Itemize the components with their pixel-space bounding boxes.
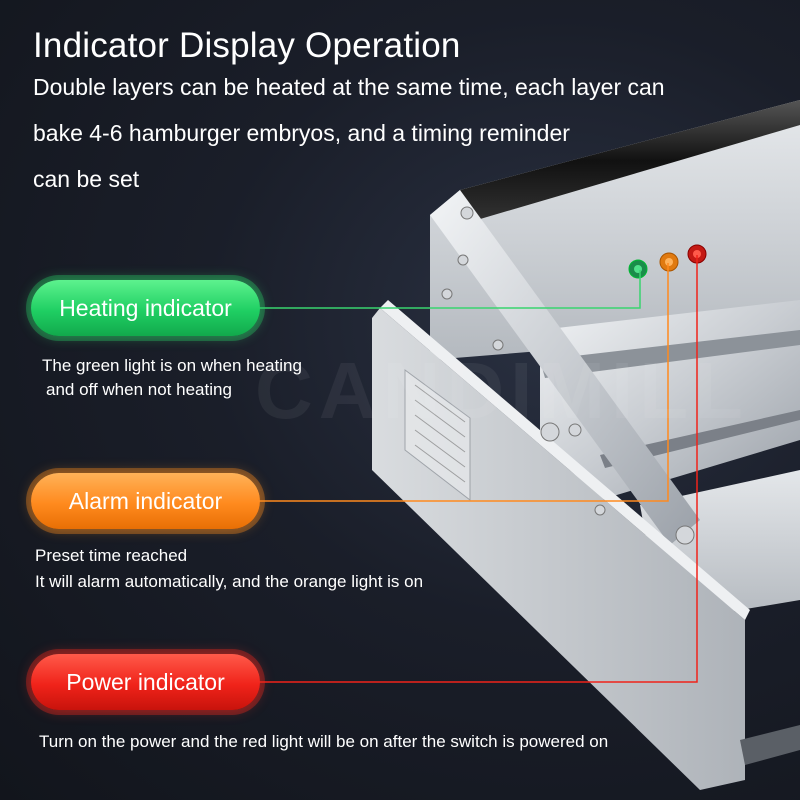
heating-note-line-1: The green light is on when heating <box>42 356 302 375</box>
heating-indicator-label: Heating indicator <box>31 280 260 336</box>
heating-connector <box>258 270 641 309</box>
alarm-note-line-1: Preset time reached <box>35 546 188 565</box>
top-roller-bar <box>460 100 800 222</box>
heating-note-line-2: and off when not heating <box>46 380 232 399</box>
page-title: Indicator Display Operation <box>33 26 461 65</box>
power-indicator-label: Power indicator <box>31 654 260 710</box>
alarm-note-line-2: It will alarm automatically, and the ora… <box>35 572 424 591</box>
alarm-connector <box>258 263 669 502</box>
description-line-3: can be set <box>33 166 140 192</box>
indicator-lights <box>628 244 707 279</box>
alarm-indicator-label: Alarm indicator <box>31 473 260 529</box>
connector-lines <box>258 255 698 683</box>
power-connector <box>258 255 698 683</box>
description-line-1: Double layers can be heated at the same … <box>33 74 665 100</box>
left-arm <box>430 190 700 545</box>
watermark: CANDIMILL <box>255 346 749 435</box>
bottom-rod <box>740 725 800 765</box>
power-note-line-1: Turn on the power and the red light will… <box>39 732 609 751</box>
bolts <box>441 206 695 545</box>
spec-sticker <box>404 369 471 502</box>
description-line-2: bake 4-6 hamburger embryos, and a timing… <box>33 120 570 146</box>
